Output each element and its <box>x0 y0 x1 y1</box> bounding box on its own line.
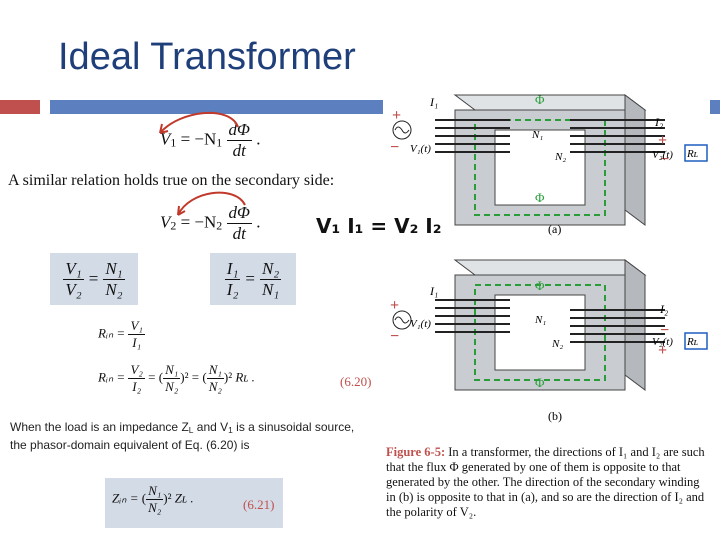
v2-label: V₂(t) <box>652 149 673 161</box>
phi-label-top: Φ <box>535 92 545 107</box>
n2-label: N₂ <box>554 151 566 163</box>
i1-label: I₁ <box>429 95 438 109</box>
rl-label: Rʟ <box>686 148 698 160</box>
v2-plus-sign-b: + <box>658 342 667 359</box>
v1-plus-sign-b: + <box>390 297 399 314</box>
v2-label-b: V₂(t) <box>652 336 673 348</box>
i2-label-b: I₂ <box>659 302 668 316</box>
phi-label-bottom-b: Φ <box>535 375 545 390</box>
figure-label-a: (a) <box>548 222 561 236</box>
phi-label-bottom: Φ <box>535 190 545 205</box>
v1-label-b: V₁(t) <box>410 318 431 330</box>
i2-label: I₂ <box>654 115 663 129</box>
load-text: When the load is an impedance ZL and V1 … <box>10 420 355 452</box>
equation-number-6-20: (6.20) <box>340 374 372 389</box>
v2-minus-sign-b: − <box>660 322 669 339</box>
handwritten-arrows <box>159 111 246 216</box>
figure-label-b: (b) <box>548 409 562 423</box>
title-bar-red <box>0 100 40 114</box>
v1-minus-sign: − <box>390 139 399 156</box>
n2-label-b: N₂ <box>551 338 563 350</box>
v1-minus-sign-b: − <box>390 328 399 345</box>
phi-label-top-b: Φ <box>535 278 545 293</box>
i1-label-b: I₁ <box>429 284 438 298</box>
n1-label: N₁ <box>531 129 543 141</box>
transformer-figure-a: + − + − V₁(t) V₂(t) Rʟ I₁ I₂ Φ Φ N₁ N₂ (… <box>390 92 708 236</box>
zin-box <box>105 478 283 528</box>
transformer-figure-b: + − − + V₁(t) V₂(t) Rʟ I₁ I₂ Φ Φ N₁ N₂ (… <box>390 259 708 423</box>
handwritten-power-equation: V₁ I₁ = V₂ I₂ <box>316 214 442 238</box>
v2-plus-sign: + <box>658 132 667 149</box>
page-title: Ideal Transformer <box>58 36 356 78</box>
v1-label: V₁(t) <box>410 143 431 155</box>
equation-number-6-21: (6.21) <box>243 497 275 512</box>
title-bar-blue <box>50 100 383 114</box>
figure-caption: Figure 6-5: In a transformer, the direct… <box>386 445 705 519</box>
rl-label-b: Rʟ <box>686 336 698 348</box>
v2-minus-sign: − <box>660 151 669 168</box>
v1-plus-sign: + <box>392 107 401 124</box>
n1-label-b: N₁ <box>534 314 546 326</box>
title-bar-blue-right <box>710 100 720 114</box>
secondary-side-text: A similar relation holds true on the sec… <box>8 172 335 189</box>
